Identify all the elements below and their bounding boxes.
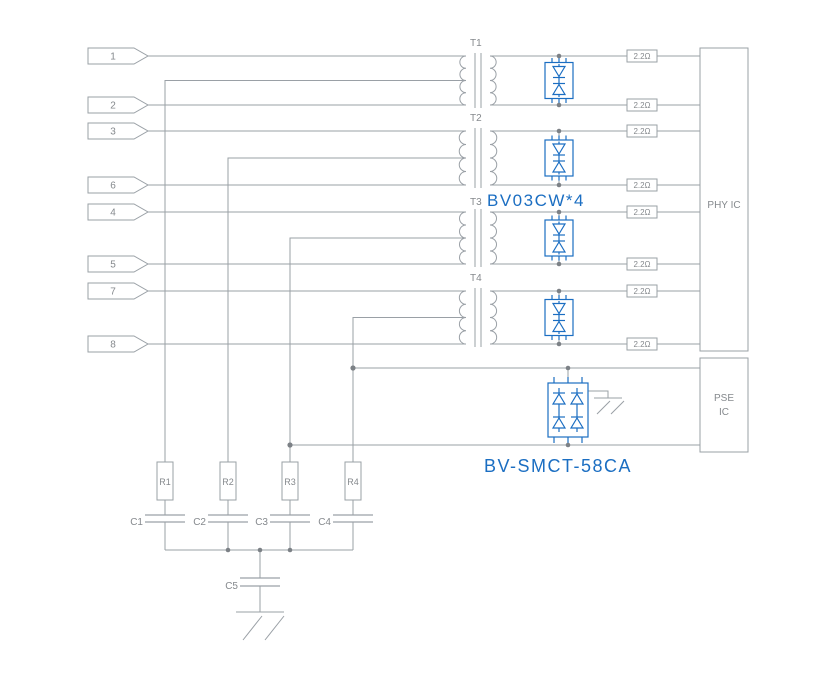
rj45-pin-2: 2 [87,96,150,114]
termination-resistor-R2: R2 [219,461,237,501]
surge-bridge [547,377,589,443]
capacitor-C3: C3 [255,514,310,528]
series-resistor-row-7: 2.2Ω [626,284,658,298]
series-resistor-row-4: 2.2Ω [626,178,658,192]
wires [148,55,700,612]
transformer-label: T1 [470,38,482,49]
pin-label: 1 [110,52,116,63]
series-resistor-label: 2.2Ω [633,127,650,136]
pin-label: 3 [110,127,116,138]
capacitor-C2: C2 [193,514,248,528]
phy-ic-label: PHY IC [707,200,740,211]
junction-dots [225,53,571,553]
series-resistor-row-6: 2.2Ω [626,257,658,271]
transformer-label: T3 [470,197,482,208]
capacitor-label: C2 [193,517,206,528]
tvs-part-number-label: BV03CW*4 [487,191,585,210]
resistor-label: R4 [347,477,359,487]
resistor-label: R2 [222,477,234,487]
rj45-pin-3: 3 [87,122,150,140]
series-resistor-label: 2.2Ω [633,208,650,217]
transformer-T4: T4 [458,273,498,347]
phy-ic: PHY IC [699,47,749,352]
termination-resistor-R4: R4 [344,461,362,501]
resistor-label: R1 [159,477,171,487]
capacitor-C5: C5 [225,577,280,592]
bridge-ground-wire [588,390,609,398]
capacitor-C1: C1 [130,514,185,528]
poe-power-wires [290,367,700,446]
pin-label: 2 [110,101,116,112]
tvs-array-2 [544,135,574,181]
bridge-ground-icon [594,397,625,415]
rj45-pin-5: 5 [87,255,150,273]
series-resistor-label: 2.2Ω [633,260,650,269]
tvs-array-3 [544,215,574,261]
main-ground-icon [236,611,285,641]
connector-pins: 1 2 3 6 4 5 7 8 [87,47,150,353]
pin-wires [148,55,466,345]
series-resistor-row-3: 2.2Ω [626,124,658,138]
termination-resistor-R3: R3 [281,461,299,501]
pse-ic-label-line1: PSE [714,393,734,404]
series-resistor-label: 2.2Ω [633,287,650,296]
transformer-label: T2 [470,113,482,124]
capacitor-label: C4 [318,517,331,528]
series-resistor-row-5: 2.2Ω [626,205,658,219]
termination-resistor-R1: R1 [156,461,174,501]
rj45-pin-7: 7 [87,282,150,300]
rj45-pin-1: 1 [87,47,150,65]
capacitor-label: C5 [225,581,238,592]
capacitor-C4: C4 [318,514,373,528]
series-resistor-row-2: 2.2Ω [626,98,658,112]
series-resistor-row-1: 2.2Ω [626,49,658,63]
tvs-array-4 [544,295,574,340]
pin-label: 6 [110,181,116,192]
capacitor-label: C1 [130,517,143,528]
pin-label: 7 [110,287,116,298]
pin-label: 4 [110,208,116,219]
series-resistor-label: 2.2Ω [633,101,650,110]
rj45-pin-8: 8 [87,335,150,353]
rj45-pin-6: 6 [87,176,150,194]
series-resistor-row-8: 2.2Ω [626,337,658,351]
rj45-pin-4: 4 [87,203,150,221]
series-resistor-label: 2.2Ω [633,52,650,61]
transformer-label: T4 [470,273,482,284]
pin-label: 8 [110,340,116,351]
pin-label: 5 [110,260,116,271]
transformer-T1: T1 [459,38,497,108]
pse-ic: PSE IC [699,357,749,453]
transformer-T2: T2 [458,113,498,188]
capacitor-label: C3 [255,517,268,528]
pse-ic-label-line2: IC [719,407,729,418]
series-resistor-label: 2.2Ω [633,181,650,190]
transformer-T3: T3 [459,197,497,267]
series-resistor-label: 2.2Ω [633,340,650,349]
tvs-array-1 [544,58,574,103]
center-tap-wires [164,80,466,462]
bridge-part-number-label: BV-SMCT-58CA [484,456,632,476]
resistor-label: R3 [284,477,296,487]
